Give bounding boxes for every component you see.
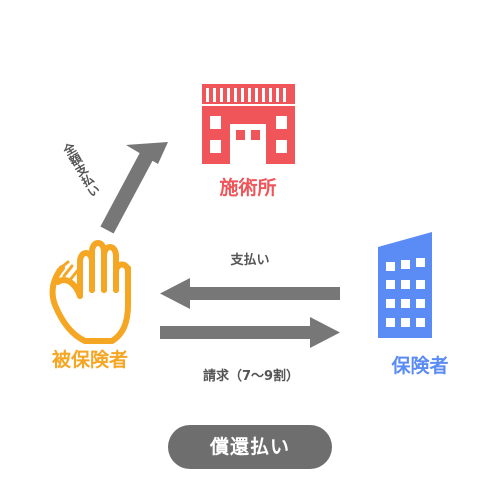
facility-icon bbox=[202, 84, 295, 164]
reimbursement-badge: 償還払い bbox=[168, 425, 332, 469]
claim-arrow bbox=[160, 317, 340, 348]
payment-label: 支払い bbox=[230, 253, 270, 268]
building-icon bbox=[378, 232, 432, 338]
payment-arrow bbox=[160, 278, 340, 309]
hand-icon bbox=[49, 240, 131, 344]
claim-label: 請求（7〜9割） bbox=[202, 369, 300, 384]
insured-label: 被保険者 bbox=[51, 349, 128, 371]
facility-label: 施術所 bbox=[219, 177, 277, 199]
insurer-label: 保険者 bbox=[391, 355, 449, 377]
full-payment-arrow bbox=[100, 142, 168, 234]
